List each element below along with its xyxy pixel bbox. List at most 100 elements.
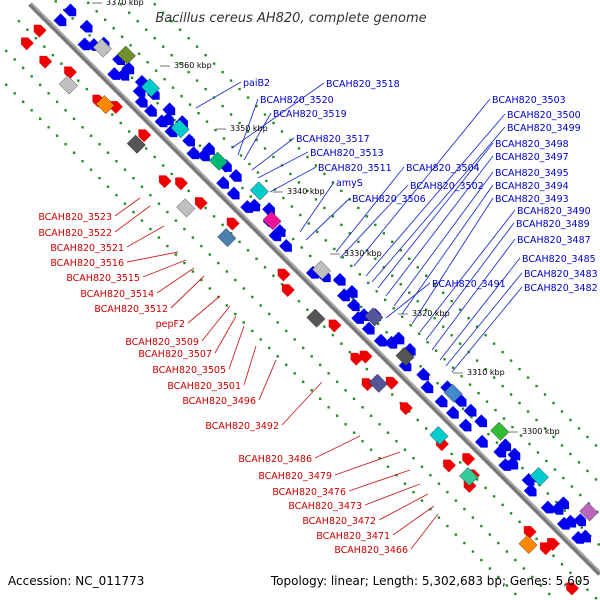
lane-dot: [191, 236, 195, 239]
gene-block: [58, 75, 78, 95]
lane-dot: [357, 240, 360, 244]
lane-dot: [64, 109, 67, 112]
forward-label-leader: [195, 81, 242, 109]
lane-dot: [72, 151, 76, 154]
lane-dot: [519, 434, 523, 437]
lane-dot: [426, 341, 429, 344]
lane-dot: [412, 490, 415, 494]
forward-label-leader: [385, 282, 431, 319]
lane-dot: [268, 312, 271, 316]
lane-dot: [212, 62, 216, 65]
lane-dot: [340, 223, 343, 227]
lane-dot: [348, 232, 352, 235]
scale-tick-label: 3370 kbp: [106, 0, 144, 7]
reverse-gene-label: BCAH820_3496: [182, 396, 256, 407]
lane-dot: [434, 349, 438, 352]
lane-dot: [351, 297, 354, 300]
lane-dot: [103, 18, 107, 21]
lane-dot: [335, 414, 339, 417]
lane-dot: [416, 300, 419, 303]
lane-dot: [174, 253, 178, 256]
genome-backbone-highlight: [30, 2, 600, 574]
lane-dot: [208, 253, 212, 256]
lane-dot: [259, 338, 262, 341]
lane-dot: [272, 121, 275, 125]
lane-dot: [292, 237, 295, 241]
lane-dot: [115, 193, 118, 197]
lane-dot: [272, 274, 275, 277]
lane-dot: [577, 580, 581, 583]
lane-dot: [306, 155, 309, 159]
lane-dot: [204, 53, 207, 57]
gene-block: [217, 228, 237, 248]
lane-dot: [123, 202, 127, 205]
forward-gene-label: BCAH820_3503: [492, 95, 566, 106]
forward-label-leader: [269, 166, 317, 193]
lane-dot: [166, 244, 169, 248]
gene-block: [529, 467, 549, 487]
lane-dot: [111, 113, 114, 116]
forward-label-leader: [419, 209, 516, 333]
gene-block: [92, 38, 112, 58]
lane-dot: [299, 213, 302, 217]
lane-dot: [552, 435, 555, 439]
forward-gene-arrow: [216, 176, 229, 189]
reverse-gene-label: BCAH820_3515: [66, 273, 140, 284]
forward-gene-arrow: [247, 198, 261, 212]
forward-gene-label: BCAH820_3506: [352, 194, 426, 205]
lane-dot: [468, 383, 472, 386]
lane-dot: [408, 291, 411, 294]
lane-dot: [263, 113, 267, 116]
forward-gene-arrow: [107, 67, 121, 80]
lane-dot: [225, 270, 229, 273]
lane-dot: [242, 321, 245, 324]
forward-label-leader: [353, 98, 491, 267]
lane-dot: [47, 126, 50, 129]
lane-dot: [471, 550, 475, 553]
lane-dot: [21, 66, 25, 70]
label-leader-lines: [114, 81, 523, 550]
lane-dot: [187, 189, 190, 193]
reverse-gene-label: BCAH820_3521: [50, 243, 124, 254]
lane-dot: [419, 365, 422, 368]
forward-gene-label: BCAH820_3491: [432, 279, 506, 290]
lane-dot: [470, 415, 473, 419]
lane-dot: [129, 44, 132, 47]
lane-dot: [348, 350, 352, 354]
lane-dot: [552, 401, 555, 405]
forward-label-leader: [371, 126, 506, 283]
lane-dot: [157, 236, 161, 239]
lane-dot: [417, 332, 421, 335]
lane-dot: [560, 563, 564, 566]
forward-gene-arrow: [228, 168, 242, 182]
reverse-gene-label: BCAH820_3479: [258, 471, 332, 482]
reverse-label-leader: [142, 259, 187, 278]
lane-dot: [170, 172, 173, 176]
lane-dot: [509, 393, 513, 396]
lane-dot: [166, 210, 169, 214]
lane-dot: [545, 459, 548, 463]
lane-dot: [369, 414, 373, 417]
lane-dot: [301, 346, 305, 350]
lane-dot: [446, 524, 449, 528]
lane-dot: [546, 492, 550, 495]
lane-dot: [153, 3, 156, 6]
forward-label-leader: [451, 286, 523, 373]
lane-dot: [106, 151, 110, 154]
lane-dot: [146, 61, 149, 64]
lane-dot: [579, 493, 582, 497]
lane-dot: [198, 144, 202, 147]
lane-dot: [98, 176, 101, 180]
lane-dot: [323, 325, 326, 328]
gene-block: [364, 307, 384, 327]
lane-dot: [13, 58, 16, 61]
reverse-label-leader: [201, 305, 231, 342]
forward-gene-label: BCAH820_3504: [406, 163, 480, 174]
lane-dot: [246, 249, 250, 252]
forward-gene-arrow: [121, 61, 135, 75]
lane-dot: [221, 223, 224, 227]
lane-dot: [87, 1, 90, 5]
lane-dot: [17, 20, 21, 23]
